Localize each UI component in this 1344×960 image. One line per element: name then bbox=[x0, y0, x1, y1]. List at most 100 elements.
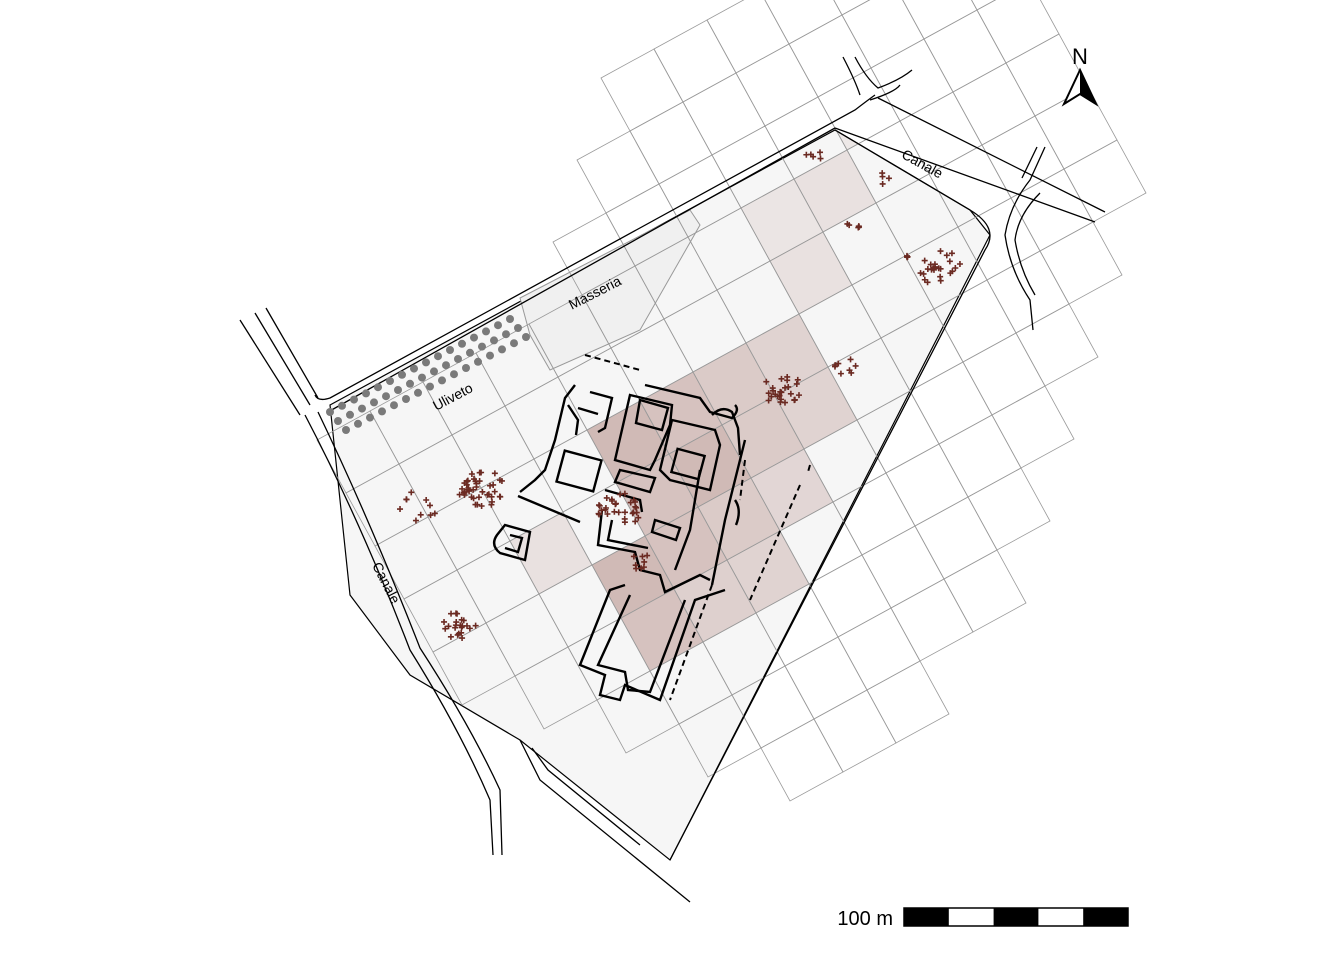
density-cell bbox=[770, 232, 852, 314]
find-plus-icon bbox=[457, 622, 464, 629]
density-cell bbox=[746, 314, 828, 396]
olive-grove bbox=[326, 315, 530, 434]
find-plus-icon bbox=[856, 224, 863, 231]
find-plus-icon bbox=[952, 265, 959, 272]
find-plus-icon bbox=[807, 151, 814, 158]
road-south-outer bbox=[519, 739, 691, 903]
grid-cell bbox=[784, 636, 868, 720]
find-plus-icon bbox=[397, 506, 404, 513]
olive-tree-icon bbox=[394, 386, 402, 394]
road-west-inner-2 bbox=[265, 307, 319, 399]
structure-central-stair bbox=[604, 488, 644, 513]
road-canale-ne-inner bbox=[834, 127, 1096, 223]
find-plus-icon bbox=[943, 252, 950, 259]
structure-central-south bbox=[613, 468, 657, 494]
road-west-inner bbox=[254, 312, 311, 406]
grid-cell bbox=[1010, 168, 1094, 252]
dashed-features bbox=[584, 354, 811, 701]
find-plus-icon bbox=[784, 373, 791, 380]
find-plus-icon bbox=[466, 625, 473, 632]
density-cell bbox=[722, 396, 804, 478]
find-plus-icon bbox=[835, 360, 842, 367]
grid-cell bbox=[841, 0, 925, 69]
olive-tree-icon bbox=[462, 364, 470, 372]
density-cell bbox=[751, 449, 833, 531]
structure-nw-room bbox=[577, 390, 614, 434]
olive-tree-icon bbox=[514, 324, 522, 332]
find-plus-icon bbox=[595, 502, 602, 509]
find-plus-icon bbox=[937, 277, 944, 284]
olive-tree-icon bbox=[474, 357, 482, 366]
grid-cell bbox=[870, 38, 954, 122]
find-plus-icon bbox=[632, 503, 639, 510]
find-plus-icon bbox=[852, 362, 859, 369]
grid-cell bbox=[885, 443, 969, 527]
find-plus-icon bbox=[463, 481, 470, 488]
scale-bar-label: 100 m bbox=[837, 908, 893, 930]
find-plus-icon bbox=[948, 250, 955, 257]
structure-sw-apse bbox=[492, 523, 532, 562]
structure-south-enclosure bbox=[578, 583, 726, 702]
grid-cell bbox=[788, 14, 872, 98]
structure-sw-apse-inner bbox=[504, 533, 524, 554]
dashed-east-mark bbox=[807, 464, 811, 473]
olive-tree-icon bbox=[466, 348, 474, 357]
find-plus-icon bbox=[484, 491, 491, 498]
find-plus-icon bbox=[904, 253, 911, 260]
olive-tree-icon bbox=[426, 382, 434, 391]
structure-central-hall bbox=[658, 418, 722, 492]
olive-tree-icon bbox=[458, 339, 466, 348]
olive-tree-icon bbox=[406, 379, 414, 388]
grid-cell bbox=[1039, 221, 1123, 305]
olive-tree-icon bbox=[450, 370, 458, 379]
find-plus-icon bbox=[917, 270, 924, 277]
density-cell bbox=[871, 39, 953, 121]
grid-cell bbox=[914, 496, 998, 580]
north-arrow-half-icon bbox=[1080, 70, 1096, 104]
grid-cell bbox=[938, 414, 1022, 498]
find-plus-icon bbox=[844, 220, 851, 227]
find-plus-icon bbox=[769, 385, 776, 392]
density-cell bbox=[640, 372, 722, 454]
find-plus-icon bbox=[445, 623, 452, 630]
find-plus-icon bbox=[475, 494, 482, 501]
find-plus-icon bbox=[489, 498, 496, 505]
road-south-inner bbox=[531, 747, 641, 846]
olive-tree-icon bbox=[430, 367, 438, 376]
find-plus-icon bbox=[609, 497, 616, 504]
find-plus-icon bbox=[408, 489, 415, 496]
find-plus-icon bbox=[423, 497, 430, 504]
olive-tree-icon bbox=[482, 327, 490, 336]
find-plus-icon bbox=[459, 485, 466, 492]
olive-tree-icon bbox=[510, 339, 518, 348]
structure-corridor bbox=[596, 509, 711, 594]
find-plus-icon bbox=[630, 553, 637, 560]
find-plus-icon bbox=[630, 496, 637, 503]
olive-tree-icon bbox=[370, 398, 378, 407]
find-plus-icon bbox=[468, 470, 475, 477]
road-junction-n2 bbox=[854, 56, 913, 89]
structure-central-room-1 bbox=[634, 398, 670, 432]
find-plus-icon bbox=[426, 502, 433, 509]
find-plus-icon bbox=[641, 558, 648, 565]
find-plus-icon bbox=[638, 565, 645, 572]
grid-cell bbox=[923, 9, 1007, 93]
dashed-east bbox=[739, 459, 746, 501]
grid-cell bbox=[952, 62, 1036, 146]
find-plus-icon bbox=[431, 510, 438, 517]
find-plus-icon bbox=[455, 630, 462, 637]
north-arrow-label: N bbox=[1072, 44, 1088, 69]
scale-bar-segment bbox=[993, 908, 1039, 926]
olive-tree-icon bbox=[378, 407, 386, 416]
grid-cell bbox=[682, 72, 766, 156]
find-plus-icon bbox=[956, 260, 963, 267]
olive-tree-icon bbox=[414, 388, 422, 397]
scale-bar: 100 m bbox=[837, 907, 1129, 930]
find-plus-icon bbox=[472, 622, 479, 629]
density-cell bbox=[775, 367, 857, 449]
olive-tree-icon bbox=[490, 336, 498, 345]
olive-tree-icon bbox=[486, 351, 494, 360]
find-plus-icon bbox=[765, 390, 772, 397]
grid-cell bbox=[986, 250, 1070, 334]
find-plus-icon bbox=[782, 384, 789, 391]
